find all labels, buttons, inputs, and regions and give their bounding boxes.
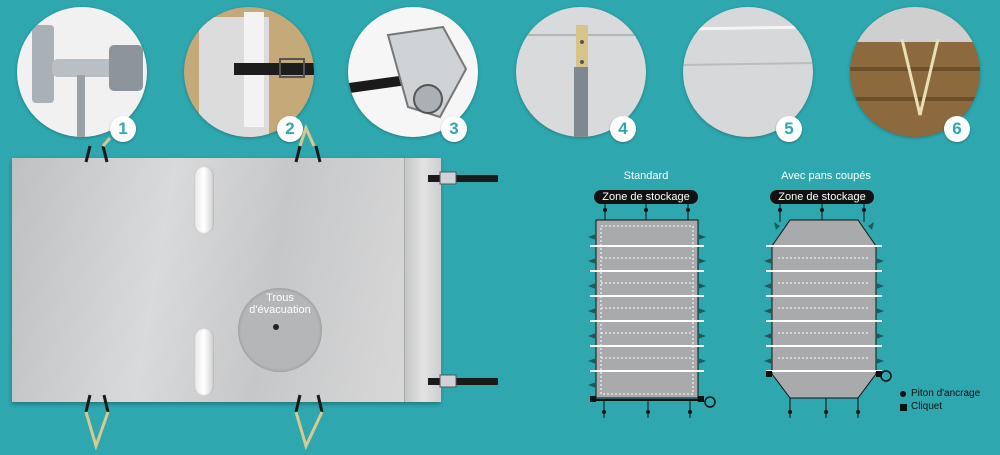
- step-badge-2: 2: [277, 116, 303, 142]
- standard-title: Standard: [623, 170, 669, 182]
- hinge-detail-icon: [32, 25, 143, 137]
- pool-cover: [12, 158, 440, 402]
- standard-diagram: [588, 204, 716, 418]
- cover-hem: [404, 158, 441, 402]
- cut-title: Avec pans coupés: [781, 170, 871, 182]
- detail-photo-1: [17, 7, 147, 137]
- legend-cliquet: Cliquet: [911, 401, 943, 412]
- detail-photo-4: [516, 7, 646, 137]
- drain-hole: [273, 324, 279, 330]
- step-badge-5: 5: [776, 116, 802, 142]
- cut-zone-label: Zone de stockage: [770, 190, 874, 204]
- detail-photo-3: [348, 7, 478, 137]
- step-badge-4: 4: [610, 116, 636, 142]
- ratchet-symbol-icon: [704, 396, 716, 408]
- step-badge-3: 3: [441, 116, 467, 142]
- drain-area: [238, 288, 322, 372]
- step-badge-1: 1: [110, 116, 136, 142]
- cut-diagram: [764, 204, 892, 418]
- bar-slot-top: [194, 166, 214, 234]
- seam-detail-icon: [683, 25, 813, 66]
- bar-slot-bottom: [194, 328, 214, 396]
- piton-legend-icon: [900, 391, 906, 397]
- legend-piton: Piton d'ancrage: [911, 388, 981, 399]
- ratchet-icon: [348, 25, 468, 119]
- strap-detail-icon: [199, 12, 314, 137]
- step-badge-6: 6: [944, 116, 970, 142]
- drain-label: Trous d'évacuation: [249, 292, 311, 316]
- ratchet-symbol-icon: [880, 370, 892, 382]
- cliquet-legend-icon: [900, 404, 907, 411]
- detail-photo-5: [683, 7, 813, 137]
- top-ties: [84, 145, 322, 163]
- detail-photo-2: [184, 7, 314, 137]
- bar-detail-icon: [516, 25, 646, 137]
- standard-zone-label: Zone de stockage: [594, 190, 698, 204]
